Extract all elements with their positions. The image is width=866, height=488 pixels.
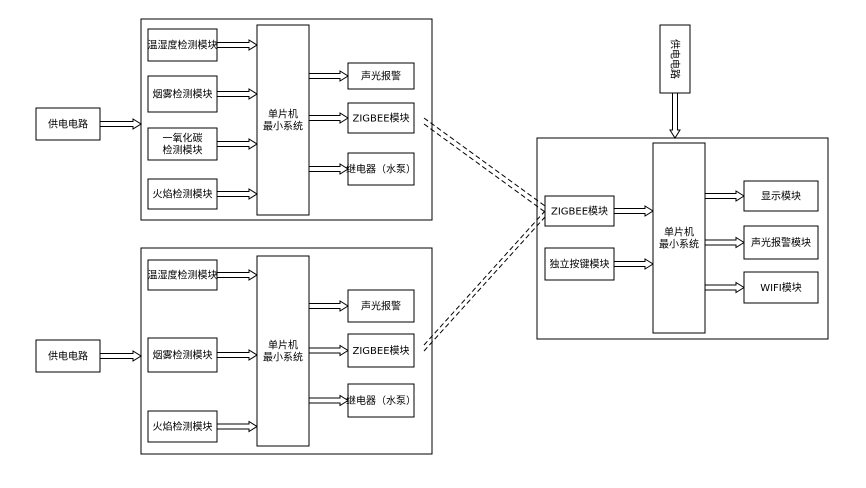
node1-mcu-box-label: 单片机最小系统 [263,108,303,133]
node2-output-2: 继电器（水泵） [346,383,416,418]
node1-output-2-label: 继电器（水泵） [346,163,416,176]
node1-sensor-2-label: 一氧化碳检测模块 [163,132,203,157]
receiver-mcu-box: 单片机最小系统 [652,142,706,334]
receiver-output-0-label: 显示模块 [761,191,801,203]
node1-output-0: 声光报警 [347,62,415,90]
receiver-power-box: 供电电路 [659,24,691,94]
node1-output-0-label: 声光报警 [361,70,401,83]
link-node2-a [423,210,546,346]
node1-sensor-0-label: 温湿度检测模块 [148,39,218,52]
receiver-power-box-label: 供电电路 [669,39,682,79]
node2-power-box: 供电电路 [35,339,101,373]
node1-output-arrow-0 [308,70,349,82]
node2-output-arrow-0 [308,300,349,312]
node2-output-0: 声光报警 [347,289,415,323]
receiver-input-1-label: 独立按键模块 [550,258,610,271]
receiver-input-1: 独立按键模块 [544,247,615,281]
node2-output-2-label: 继电器（水泵） [346,394,416,407]
link-node2-b [423,216,546,352]
node1-sensor-arrow-2 [216,138,258,150]
node1-output-arrow-2 [308,163,349,175]
receiver-frame [536,137,829,340]
node1-power-box-label: 供电电路 [48,118,88,131]
link-node1-b [423,123,546,213]
node1-power-arrow [99,118,142,130]
node1-sensor-1-label: 烟雾检测模块 [153,88,213,101]
node1-sensor-0: 温湿度检测模块 [147,28,218,62]
receiver-output-arrow-2 [704,281,745,294]
node2-sensor-arrow-2 [216,420,258,433]
node1-output-arrow-1 [308,112,349,124]
node1-output-2: 继电器（水泵） [346,152,416,186]
node1-mcu-box: 单片机最小系统 [256,24,310,216]
node1-sensor-arrow-0 [216,39,258,51]
node1-output-1-label: ZIGBEE模块 [352,113,409,125]
node1-sensor-arrow-1 [216,88,258,100]
node1-output-1: ZIGBEE模块 [347,102,415,134]
receiver-mcu-box-label: 单片机最小系统 [659,226,699,251]
node1-sensor-arrow-3 [216,188,258,200]
node2-output-arrow-2 [308,394,349,407]
receiver-input-arrow-1 [613,258,654,270]
node2-output-1: ZIGBEE模块 [347,333,415,368]
node1-power-box: 供电电路 [35,107,101,141]
receiver-output-1: 声光报警模块 [743,225,819,260]
receiver-output-arrow-0 [704,190,745,202]
receiver-input-0: ZIGBEE模块 [544,195,615,227]
node2-power-arrow [99,350,142,362]
node2-mcu-box-label: 单片机最小系统 [263,339,303,364]
node2-output-arrow-1 [308,344,349,357]
receiver-input-0-label: ZIGBEE模块 [551,206,608,218]
node1-sensor-3: 火焰检测模块 [147,178,218,210]
node1-frame [140,18,433,221]
receiver-power-arrow [669,92,681,139]
node2-sensor-0-label: 温湿度检测模块 [148,269,218,282]
receiver-input-arrow-0 [613,205,654,217]
receiver-output-0: 显示模块 [743,180,819,212]
receiver-output-1-label: 声光报警模块 [751,236,811,249]
node2-mcu-box: 单片机最小系统 [256,255,310,447]
node2-sensor-arrow-0 [216,269,258,281]
receiver-output-2: WIFI模块 [743,271,819,304]
node1-sensor-3-label: 火焰检测模块 [153,188,213,201]
link-node1-a [423,117,546,207]
node2-sensor-0: 温湿度检测模块 [147,259,218,291]
node2-output-1-label: ZIGBEE模块 [352,345,409,357]
node1-sensor-2: 一氧化碳检测模块 [147,127,218,161]
node2-sensor-1-label: 烟雾检测模块 [153,349,213,362]
receiver-output-2-label: WIFI模块 [760,282,802,294]
node2-power-box-label: 供电电路 [48,350,88,363]
node2-sensor-2-label: 火焰检测模块 [153,420,213,433]
receiver-output-arrow-1 [704,236,745,249]
node2-frame [140,247,433,455]
node2-sensor-arrow-1 [216,349,258,361]
node2-sensor-1: 烟雾检测模块 [147,337,218,373]
node2-sensor-2: 火焰检测模块 [147,410,218,443]
node1-sensor-1: 烟雾检测模块 [147,75,218,113]
node2-output-0-label: 声光报警 [361,300,401,313]
